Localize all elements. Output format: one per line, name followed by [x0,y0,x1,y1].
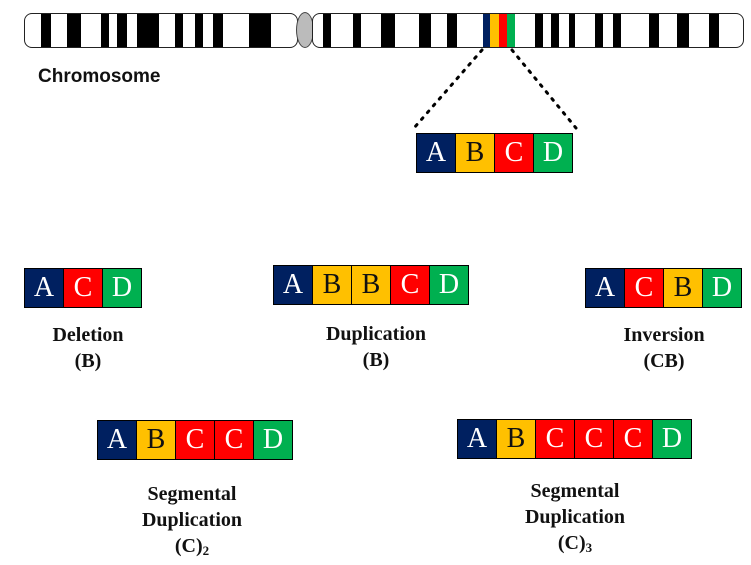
seg-dup-3-count: 3 [585,540,593,555]
chromosome-band [249,14,271,47]
segment-a: A [273,265,313,305]
seg-dup-3-line1: Segmental [530,480,620,502]
duplication-title: Duplication [325,323,427,345]
inversion-caption: Inversion (CB) [574,322,751,374]
segment-a: A [585,268,625,308]
segment-d: D [253,420,293,460]
chromosome-highlight-b [490,14,499,47]
chromosome-band [213,14,223,47]
zoom-line-right [510,48,578,130]
segment-a: A [97,420,137,460]
chromosome-right-arm [312,13,744,48]
segmental-duplication-3-caption: Segmental Duplication (C)3 [485,478,665,561]
segment-c: C [214,420,254,460]
chromosome-band [323,14,331,47]
segment-a: A [457,419,497,459]
segment-a: A [416,133,456,173]
chromosome-band [137,14,159,47]
chromosome-band [677,14,689,47]
chromosome-highlight-c [499,14,507,47]
segment-d: D [533,133,573,173]
chromosome-band [67,14,81,47]
chromosome-band [195,14,203,47]
chromosome-band [613,14,621,47]
chromosome-band [709,14,719,47]
chromosome-band [419,14,431,47]
seg-dup-3-line2: Duplication [524,506,626,528]
duplication-caption: Duplication (B) [286,321,466,373]
segment-a: A [24,268,64,308]
deletion-title: Deletion [52,324,124,346]
chromosome-band [101,14,109,47]
segment-b: B [351,265,391,305]
deletion-caption: Deletion (B) [0,322,178,374]
chromosome-band [447,14,457,47]
segment-b: B [312,265,352,305]
chromosome-band [41,14,51,47]
chromosome-band [569,14,575,47]
seg-dup-2-line1: Segmental [147,483,237,505]
chromosome-highlight-a [483,14,490,47]
segment-b: B [663,268,703,308]
chromosome-band [175,14,183,47]
segment-c: C [494,133,534,173]
segment-d: D [702,268,742,308]
chromosome-label: Chromosome [38,66,161,87]
segment-c: C [574,419,614,459]
chromosome-highlight-d [507,14,515,47]
duplication-detail: (B) [362,349,390,371]
chromosome-left-arm [24,13,298,48]
segment-c: C [63,268,103,308]
segment-b: B [496,419,536,459]
seg-dup-3-line3: (C)3 [485,530,665,561]
chromosome-band [595,14,603,47]
segmental-duplication-2-caption: Segmental Duplication (C)2 [102,481,282,564]
seg-dup-3-unit: (C) [557,532,586,554]
chromosome-band [551,14,559,47]
seg-dup-2-count: 2 [202,543,210,558]
segment-c: C [613,419,653,459]
inversion-title: Inversion [623,324,705,346]
chromosome-band [381,14,395,47]
segment-b: B [136,420,176,460]
zoom-line-left [412,48,484,130]
segment-d: D [652,419,692,459]
seg-dup-2-line2: Duplication [141,509,243,531]
segment-d: D [102,268,142,308]
segment-d: D [429,265,469,305]
segment-c: C [390,265,430,305]
segment-c: C [624,268,664,308]
seg-dup-2-line3: (C)2 [102,533,282,564]
segment-c: C [175,420,215,460]
seg-dup-2-unit: (C) [174,535,203,557]
chromosome-band [535,14,543,47]
deletion-detail: (B) [74,350,102,372]
segment-c: C [535,419,575,459]
segment-b: B [455,133,495,173]
chromosome-band [649,14,659,47]
chromosome-band [117,14,127,47]
inversion-detail: (CB) [643,350,685,372]
chromosome-band [353,14,361,47]
